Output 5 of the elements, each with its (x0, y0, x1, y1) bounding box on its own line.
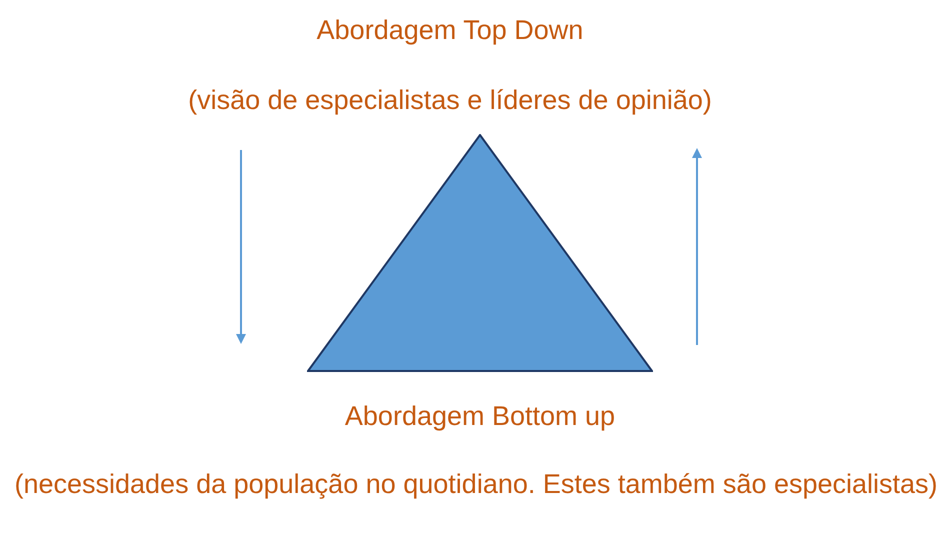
subheading-text: (necessidades da população no quotidiano. Estes também são especialistas) (13, 468, 939, 501)
triangle-shape (307, 134, 653, 372)
heading-text: Abordagem Bottom up (344, 400, 616, 433)
subheading-text: (visão de especialistas e líderes de opinião) (187, 84, 713, 117)
heading-text: Abordagem Top Down (316, 14, 584, 47)
